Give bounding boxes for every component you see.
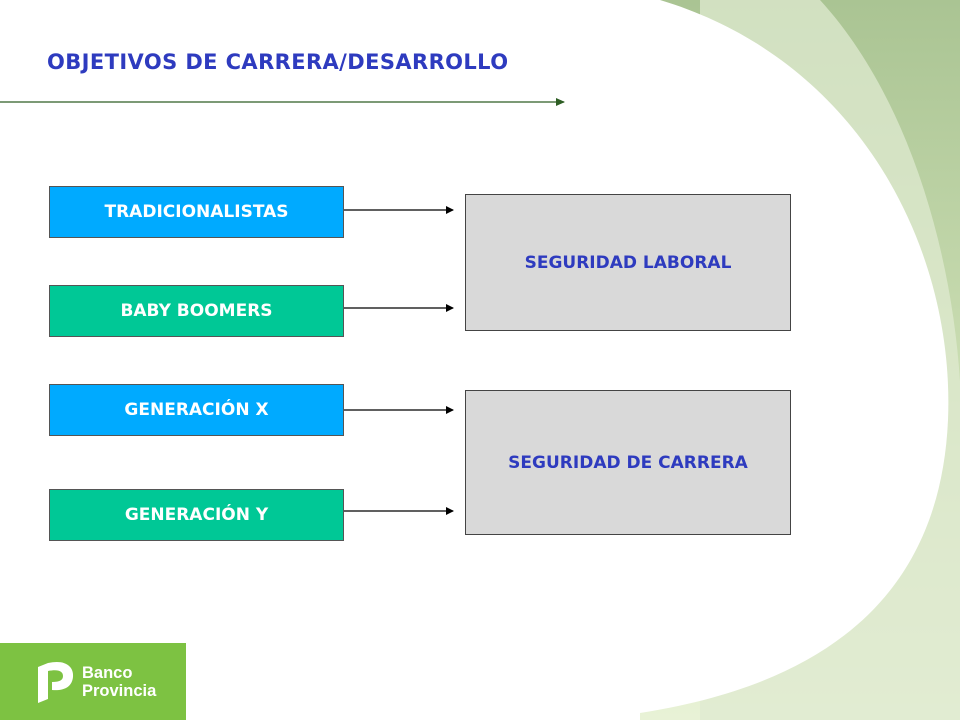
target-box-seguridad-de-carrera: SEGURIDAD DE CARRERA	[465, 390, 791, 535]
generation-label: BABY BOOMERS	[120, 301, 273, 321]
generation-box-tradicionalistas: TRADICIONALISTAS	[49, 186, 344, 238]
banco-provincia-logo-icon	[38, 661, 74, 703]
generation-box-generacion-x: GENERACIÓN X	[49, 384, 344, 436]
generation-label: GENERACIÓN Y	[124, 505, 269, 525]
logo-wordmark: Banco Provincia	[82, 664, 156, 700]
generation-label: TRADICIONALISTAS	[104, 202, 289, 222]
target-label: SEGURIDAD LABORAL	[524, 252, 732, 273]
banco-provincia-logo: Banco Provincia	[0, 643, 186, 720]
generation-box-baby-boomers: BABY BOOMERS	[49, 285, 344, 337]
target-box-seguridad-laboral: SEGURIDAD LABORAL	[465, 194, 791, 331]
generation-label: GENERACIÓN X	[124, 400, 269, 420]
target-label: SEGURIDAD DE CARRERA	[508, 452, 748, 473]
page-title: OBJETIVOS DE CARRERA/DESARROLLO	[47, 50, 509, 74]
generation-box-generacion-y: GENERACIÓN Y	[49, 489, 344, 541]
logo-line-banco: Banco	[82, 664, 133, 682]
logo-line-provincia: Provincia	[82, 682, 157, 700]
